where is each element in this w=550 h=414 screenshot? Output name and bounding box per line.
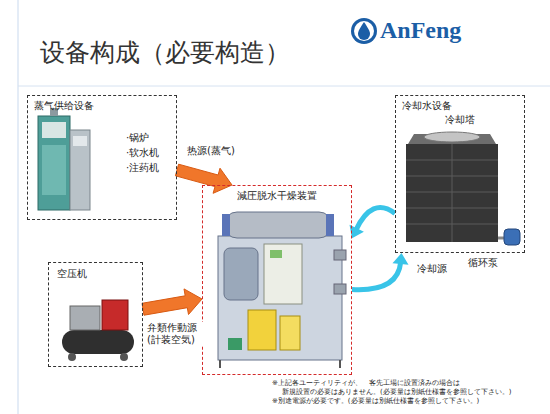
wheel (120, 353, 128, 361)
edge-label: 冷却源 (416, 263, 448, 275)
tower-body (406, 144, 498, 242)
note: ※別途電源が必要です。(必要量は別紙仕様書を参照して下さい。) (272, 397, 479, 405)
flow-arrow (142, 289, 202, 315)
box-heading: 空压机 (57, 268, 87, 280)
boiler-illustration (38, 108, 90, 210)
air-tank (62, 330, 134, 354)
flow-arrow (175, 164, 232, 193)
boiler-door (42, 145, 66, 195)
box-text: ·软水机 (126, 147, 159, 159)
box-text: ·注药机 (126, 162, 159, 174)
dryer-illustration (218, 212, 346, 368)
supply-box: 蒸气供给设备 ·锅炉 ·软水机 ·注药机 (27, 95, 177, 220)
arrow-shape (175, 164, 232, 193)
logo-drop (358, 22, 370, 40)
cooling-box: 冷却水设备冷却塔 (395, 95, 525, 253)
note: ※上記各ユーティリティが、 客先工場に設置済みの場合は (272, 379, 460, 387)
boiler-panel (42, 122, 66, 138)
louvre (452, 144, 453, 242)
box-heading: 冷却水设备 (402, 100, 452, 112)
logo-ring (354, 21, 374, 41)
drying-tank (224, 248, 258, 300)
part-name: 循环泵 (468, 257, 498, 269)
machine-leg (219, 360, 221, 368)
pipe-port (334, 284, 346, 294)
wheel (68, 353, 76, 361)
water-arrow (350, 208, 396, 239)
yellow-box (248, 310, 276, 350)
box-heading: 減圧脱水干燥装置 (237, 190, 317, 202)
softener-panel (73, 136, 87, 146)
guide-line (18, 86, 550, 87)
green-unit (228, 338, 242, 350)
circulation-pump (504, 229, 520, 245)
arrow-shape (142, 289, 202, 315)
slide-decoration (18, 0, 550, 414)
note: 新規設置の必要はありません。(必要量は別紙仕様書を参照して下さい。) (282, 388, 511, 396)
box-heading: 蒸气供给设备 (34, 100, 94, 112)
boiler-cabinet (38, 116, 70, 210)
logo-circle (351, 18, 377, 44)
box-text: 冷却塔 (445, 114, 475, 126)
water-pipe (498, 237, 504, 240)
guide-line (18, 0, 19, 414)
panel-display (270, 250, 282, 258)
dryer-box: 減圧脱水干燥装置 (202, 185, 352, 375)
compressor-illustration (62, 300, 134, 361)
vacuum-cylinder (224, 212, 332, 238)
slide-title: 设备构成（必要构造） (40, 38, 290, 68)
cylinder-end (222, 214, 230, 236)
control-panel (264, 244, 302, 304)
pump-head (102, 300, 128, 330)
machine-leg (339, 360, 341, 368)
machine-frame (218, 236, 342, 360)
logo-text: AnFeng (380, 16, 461, 45)
water-arrow (352, 253, 409, 290)
softener-unit (70, 130, 90, 210)
cylinder-end (326, 214, 334, 236)
arrow-head (393, 253, 409, 265)
box-text: ·锅炉 (126, 132, 149, 144)
arrow-line (356, 208, 395, 231)
edge-label: 热源(蒸气) (186, 145, 236, 157)
compressor-box: 空压机 (48, 262, 143, 367)
yellow-box (280, 316, 300, 350)
fan-ring (424, 132, 480, 142)
louvres (406, 144, 498, 242)
pipe-port (334, 250, 346, 260)
edge-label: 弁類作動源 (計装空気) (146, 322, 208, 346)
logo-icon (351, 18, 377, 44)
cooling-tower-illustration (406, 132, 520, 245)
motor (70, 306, 100, 330)
arrow-line (352, 262, 401, 290)
